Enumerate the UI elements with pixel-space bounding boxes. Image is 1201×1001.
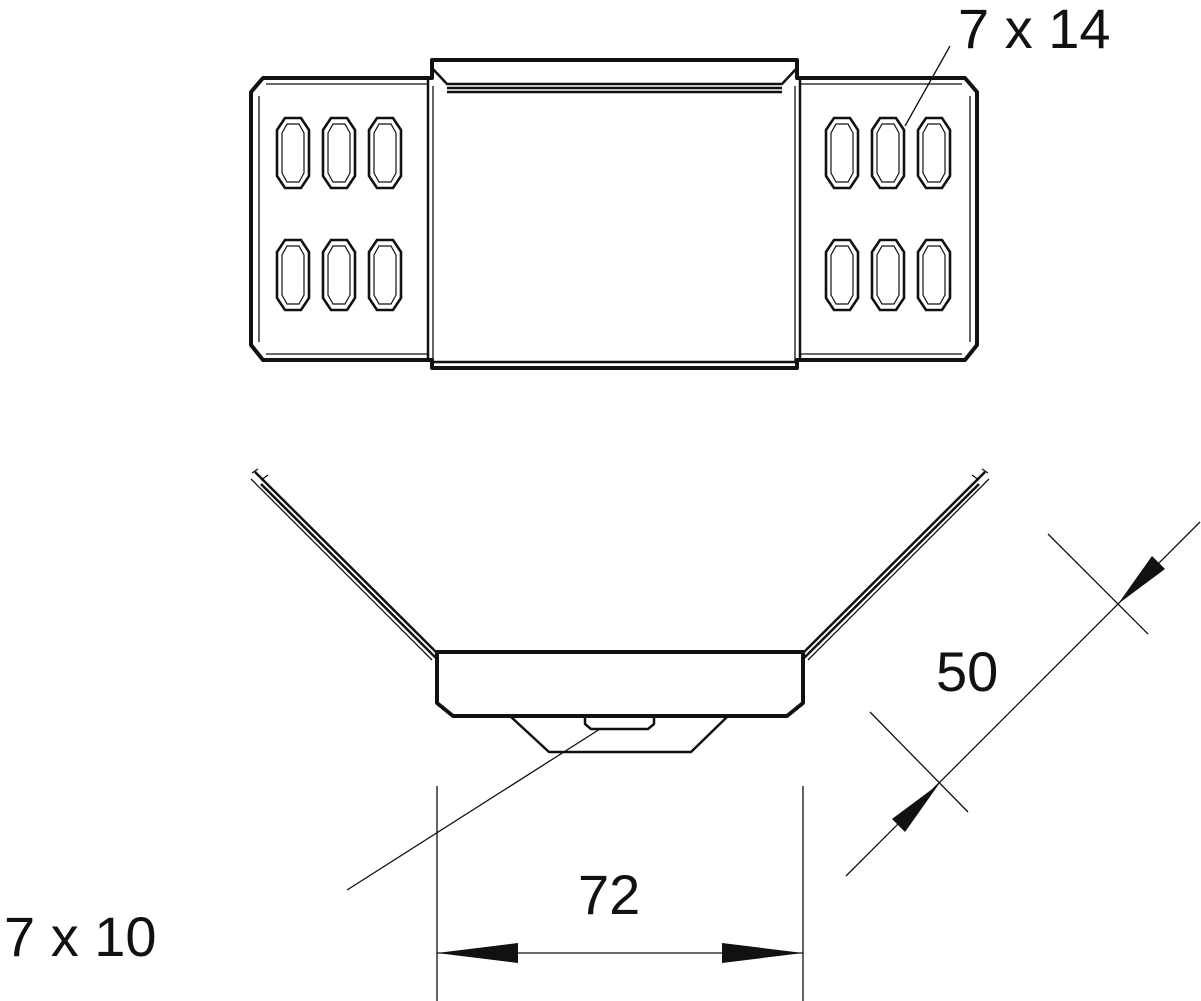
left-arm bbox=[250, 468, 439, 661]
slot-hole bbox=[275, 238, 311, 312]
width-arrow-right bbox=[722, 943, 803, 963]
height-dimension-label: 50 bbox=[936, 640, 998, 703]
slot-hole bbox=[275, 116, 311, 190]
top-view-outline bbox=[249, 58, 979, 370]
central-channel bbox=[426, 67, 802, 364]
slot-top-label: 7 x 14 bbox=[958, 0, 1111, 60]
top-view bbox=[249, 45, 979, 370]
width-dimension-label: 72 bbox=[578, 863, 640, 926]
slot-hole bbox=[824, 238, 860, 312]
slot-hole bbox=[321, 238, 357, 312]
width-arrow-left bbox=[437, 943, 518, 963]
slot-bottom-leader bbox=[346, 728, 601, 891]
height-dimension bbox=[845, 521, 1201, 877]
slot-hole bbox=[321, 116, 357, 190]
right-arm bbox=[801, 468, 990, 661]
slot-holes-right bbox=[824, 116, 952, 312]
top-view-inner-contour bbox=[258, 83, 971, 355]
slot-hole bbox=[870, 238, 906, 312]
slot-hole bbox=[367, 238, 403, 312]
end-view bbox=[250, 468, 990, 891]
bracket-slot bbox=[583, 716, 656, 731]
slot-hole bbox=[916, 116, 952, 190]
base-body bbox=[435, 650, 805, 718]
slot-hole bbox=[367, 116, 403, 190]
slot-hole bbox=[916, 238, 952, 312]
width-dimension bbox=[436, 786, 804, 1001]
slot-bottom-label: 7 x 10 bbox=[4, 905, 157, 968]
slot-hole bbox=[824, 116, 860, 190]
slot-top-leader bbox=[904, 45, 951, 127]
bottom-bracket bbox=[509, 715, 729, 754]
slot-holes-left bbox=[275, 116, 403, 312]
slot-hole bbox=[870, 116, 906, 190]
height-arrow-top bbox=[1118, 556, 1165, 604]
height-arrow-bottom bbox=[892, 784, 939, 832]
